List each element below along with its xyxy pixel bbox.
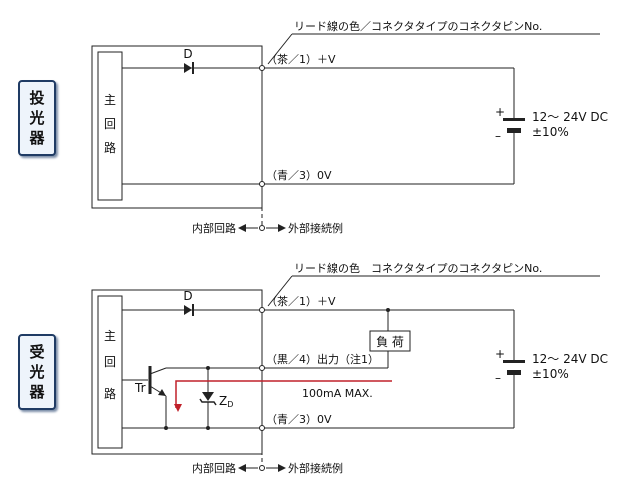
emitter-tolerance-label: ±10% xyxy=(532,125,569,139)
receiver-diode-icon xyxy=(184,305,192,315)
emitter-side-label: 投 光 器 xyxy=(18,80,56,156)
emitter-terminal-zero xyxy=(259,181,265,187)
receiver-zener-label: ZD xyxy=(219,394,233,409)
emitter-label-char-2: 光 xyxy=(29,109,45,127)
receiver-label-char-2: 光 xyxy=(29,363,45,381)
receiver-side-label: 受 光 器 xyxy=(18,334,56,410)
emitter-label-char-1: 投 xyxy=(29,89,45,107)
emitter-main-circuit-char-3: 路 xyxy=(104,140,116,155)
receiver-main-circuit-char-2: 回 xyxy=(104,355,116,369)
receiver-zener-icon xyxy=(202,392,214,401)
receiver-internal-box xyxy=(91,289,263,455)
emitter-battery-minus: – xyxy=(495,129,501,143)
receiver-internal-label: 内部回路 xyxy=(192,461,236,475)
emitter-main-circuit-char-2: 回 xyxy=(104,117,116,131)
receiver-zero-v-label: （青／3）0V xyxy=(266,413,332,426)
receiver-plus-v-label: （茶／1）＋V xyxy=(266,295,336,308)
receiver-output-label: （黒／4）出力（注1） xyxy=(266,352,379,366)
receiver-zener-letter: Z xyxy=(219,394,227,408)
receiver-supply-label: 12～ 24V DC xyxy=(532,352,608,366)
receiver-main-circuit-char-1: 主 xyxy=(104,329,116,343)
receiver-battery-icon xyxy=(503,360,525,375)
receiver-current-arrow-icon xyxy=(174,380,392,412)
emitter-terminal-plus xyxy=(259,65,265,71)
receiver-transistor-collector xyxy=(149,367,167,375)
receiver-load-box xyxy=(369,330,411,352)
emitter-diode-label: D xyxy=(183,47,192,61)
emitter-zero-v-label: （青／3）0V xyxy=(266,169,332,182)
emitter-battery-plus: + xyxy=(495,105,505,119)
receiver-zener-bar xyxy=(199,398,217,406)
receiver-junction-load xyxy=(386,308,390,312)
receiver-external-label: 外部接続例 xyxy=(288,461,343,475)
emitter-plus-v-label: （茶／1）＋V xyxy=(266,53,336,66)
receiver-terminal-output xyxy=(259,365,265,371)
receiver-main-circuit-char-3: 路 xyxy=(104,386,116,401)
receiver-junction-zener-bottom xyxy=(206,426,210,430)
receiver-battery-plus: + xyxy=(495,347,505,361)
receiver-terminal-plus xyxy=(259,307,265,313)
emitter-circuit xyxy=(91,33,600,232)
receiver-label-char-1: 受 xyxy=(29,343,45,361)
receiver-current-label: 100mA MAX. xyxy=(302,387,373,400)
receiver-diode-label: D xyxy=(183,289,192,303)
emitter-internal-label: 内部回路 xyxy=(192,221,236,235)
receiver-terminal-boundary xyxy=(259,465,265,471)
receiver-load-label: 負 荷 xyxy=(376,335,404,349)
emitter-battery-icon xyxy=(503,118,525,133)
emitter-label-char-3: 器 xyxy=(29,129,45,147)
receiver-junction-zener-top xyxy=(206,366,210,370)
receiver-circuit xyxy=(91,275,600,472)
receiver-terminal-zero xyxy=(259,425,265,431)
receiver-transistor-label: Tr xyxy=(134,381,146,395)
receiver-transistor-arrow-icon xyxy=(158,389,166,396)
emitter-supply-label: 12～ 24V DC xyxy=(532,110,608,124)
receiver-zener-subscript: D xyxy=(227,400,233,409)
emitter-main-circuit-char-1: 主 xyxy=(104,93,116,107)
emitter-external-label: 外部接続例 xyxy=(288,221,343,235)
receiver-header: リード線の色 コネクタタイプのコネクタピンNo. xyxy=(294,261,542,275)
receiver-junction-emitter xyxy=(164,426,168,430)
emitter-header-leader xyxy=(267,33,293,65)
emitter-main-circuit-box xyxy=(97,51,123,201)
receiver-main-circuit-box xyxy=(97,295,123,449)
emitter-terminal-boundary xyxy=(259,225,265,231)
receiver-battery-minus: – xyxy=(495,371,501,385)
receiver-header-leader xyxy=(267,275,293,307)
receiver-label-char-3: 器 xyxy=(29,383,45,401)
emitter-header: リード線の色／コネクタタイプのコネクタピンNo. xyxy=(294,19,542,33)
emitter-diode-icon xyxy=(184,63,192,73)
receiver-tolerance-label: ±10% xyxy=(532,367,569,381)
